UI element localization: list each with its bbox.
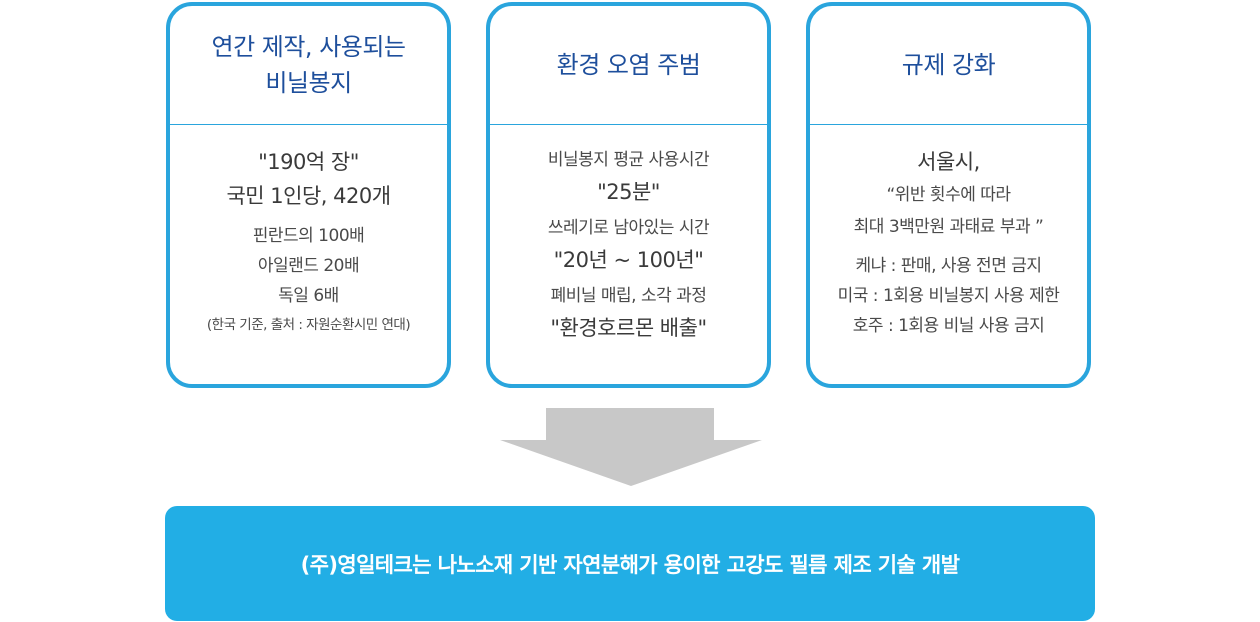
card-title: 규제 강화 xyxy=(901,51,996,79)
card-text-line: 서울시, xyxy=(917,150,980,174)
card-text-line: "25분" xyxy=(597,180,660,204)
card-annual-production: 연간 제작, 사용되는 비닐봉지 "190억 장" 국민 1인당, 420개 핀… xyxy=(166,2,451,388)
card-text-line: 비닐봉지 평균 사용시간 xyxy=(547,150,710,170)
card-text-line: 미국 : 1회용 비닐봉지 사용 제한 xyxy=(837,286,1060,306)
card-text-line: "20년 ~ 100년" xyxy=(553,248,704,272)
card-text-line: 최대 3백만원 과태료 부과 ” xyxy=(853,217,1044,237)
card-text-line: "환경호르몬 배출" xyxy=(550,316,707,340)
card-text-line: 아일랜드 20배 xyxy=(257,256,360,276)
card-title: 연간 제작, 사용되는 비닐봉지 xyxy=(211,33,406,97)
down-arrow-icon xyxy=(500,408,762,486)
card-text-line: 쓰레기로 남아있는 시간 xyxy=(547,218,710,238)
card-header: 규제 강화 xyxy=(810,6,1087,125)
card-text-line: 폐비닐 매립, 소각 과정 xyxy=(550,286,707,306)
card-environmental-pollution: 환경 오염 주범 비닐봉지 평균 사용시간 "25분" 쓰레기로 남아있는 시간… xyxy=(486,2,771,388)
card-header: 연간 제작, 사용되는 비닐봉지 xyxy=(170,6,447,125)
card-text-line: 독일 6배 xyxy=(278,286,339,306)
banner-text: (주)영일테크는 나노소재 기반 자연분해가 용이한 고강도 필름 제조 기술 … xyxy=(300,552,960,577)
card-text-line: “위반 횟수에 따라 xyxy=(886,185,1011,205)
card-body: 서울시, “위반 횟수에 따라 최대 3백만원 과태료 부과 ” 케냐 : 판매… xyxy=(810,125,1087,341)
card-source-note: (한국 기준, 출처 : 자원순환시민 연대) xyxy=(206,317,411,333)
card-body: 비닐봉지 평균 사용시간 "25분" 쓰레기로 남아있는 시간 "20년 ~ 1… xyxy=(490,125,767,345)
conclusion-banner: (주)영일테크는 나노소재 기반 자연분해가 용이한 고강도 필름 제조 기술 … xyxy=(165,506,1095,621)
card-text-line: 케냐 : 판매, 사용 전면 금지 xyxy=(855,256,1042,276)
card-regulation: 규제 강화 서울시, “위반 횟수에 따라 최대 3백만원 과태료 부과 ” 케… xyxy=(806,2,1091,388)
card-text-line: "190억 장" xyxy=(258,150,359,174)
card-body: "190억 장" 국민 1인당, 420개 핀란드의 100배 아일랜드 20배… xyxy=(170,125,447,339)
card-title: 환경 오염 주범 xyxy=(556,51,701,79)
card-header: 환경 오염 주범 xyxy=(490,6,767,125)
card-text-line: 호주 : 1회용 비닐 사용 금지 xyxy=(852,316,1045,336)
card-text-line: 국민 1인당, 420개 xyxy=(226,184,391,208)
arrow-shape xyxy=(500,408,762,486)
card-text-line: 핀란드의 100배 xyxy=(252,226,365,246)
